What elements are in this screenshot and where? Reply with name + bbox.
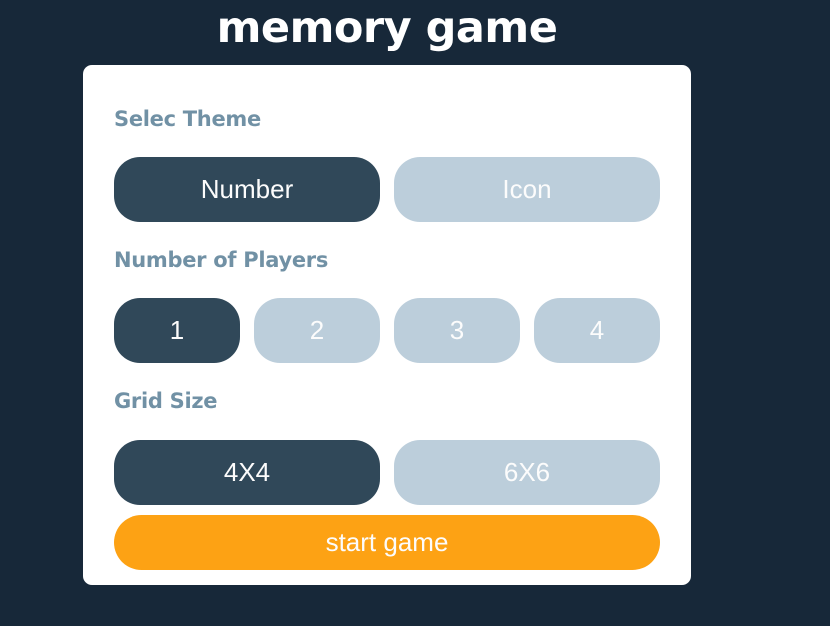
- grid-size-label: Grid Size: [114, 389, 218, 413]
- theme-number-button[interactable]: Number: [114, 157, 380, 222]
- grid-6x6-button[interactable]: 6X6: [394, 440, 660, 505]
- page-title: memory game: [216, 3, 558, 53]
- players-options: 1 2 3 4: [114, 298, 660, 363]
- theme-options: Number Icon: [114, 157, 660, 222]
- players-label: Number of Players: [114, 248, 329, 272]
- theme-icon-button[interactable]: Icon: [394, 157, 660, 222]
- players-1-button[interactable]: 1: [114, 298, 240, 363]
- start-game-button[interactable]: start game: [114, 515, 660, 570]
- players-4-button[interactable]: 4: [534, 298, 660, 363]
- players-3-button[interactable]: 3: [394, 298, 520, 363]
- theme-label: Selec Theme: [114, 107, 261, 131]
- settings-card: Selec Theme Number Icon Number of Player…: [83, 65, 691, 585]
- grid-4x4-button[interactable]: 4X4: [114, 440, 380, 505]
- players-2-button[interactable]: 2: [254, 298, 380, 363]
- grid-size-options: 4X4 6X6: [114, 440, 660, 505]
